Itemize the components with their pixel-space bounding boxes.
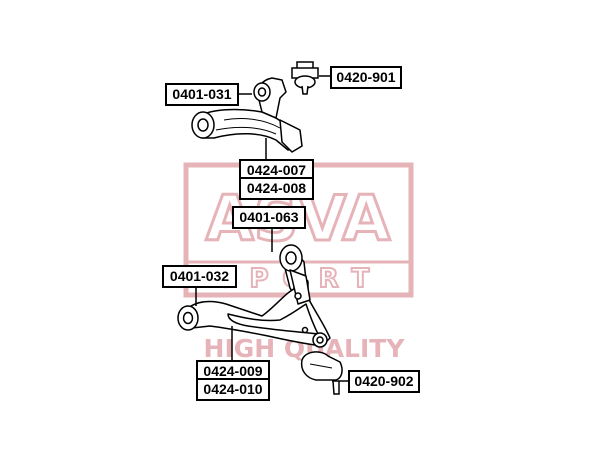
part-label-upper-arm-right[interactable]: 0424-008 [239,177,314,200]
upper-control-arm [191,77,303,153]
lower-control-arm [177,269,331,348]
part-label-upper-ball-joint[interactable]: 0420-901 [330,66,402,89]
part-label-lower-front-bushing[interactable]: 0401-032 [162,265,237,288]
part-label-upper-arm-bushing[interactable]: 0401-031 [165,83,239,106]
lower-ball-joint [300,351,343,395]
part-label-lower-ball-joint[interactable]: 0420-902 [348,370,420,393]
lower-rear-bushing [279,244,303,272]
upper-ball-joint [291,61,319,95]
part-label-lower-rear-bushing[interactable]: 0401-063 [232,206,306,229]
part-label-lower-arm-right[interactable]: 0424-010 [196,378,270,401]
